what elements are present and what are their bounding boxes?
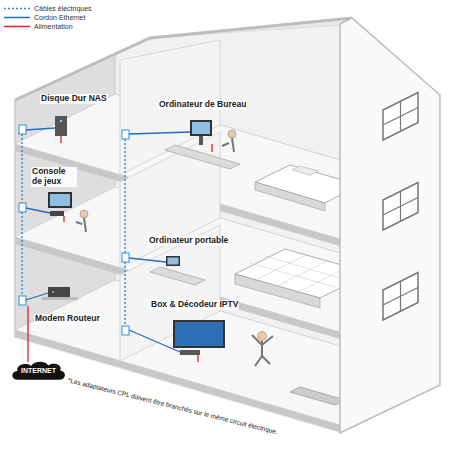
window bbox=[383, 93, 418, 141]
legend-text: Cordon Ethernet bbox=[34, 13, 85, 22]
plc-adapter bbox=[122, 326, 129, 335]
device-label: Ordinateur de Bureau bbox=[158, 100, 247, 110]
desk bbox=[165, 145, 240, 169]
legend-text: Câbles électriques bbox=[34, 4, 92, 13]
device-label: Box & Décodeur IPTV bbox=[150, 300, 239, 310]
window bbox=[383, 183, 418, 231]
device-label: Disque Dur NAS bbox=[40, 94, 108, 104]
table bbox=[150, 267, 205, 285]
wall-edge bbox=[14, 100, 16, 338]
monitor bbox=[190, 120, 212, 136]
person-body bbox=[222, 138, 234, 152]
bed-side bbox=[255, 182, 325, 211]
monitor-screen bbox=[192, 122, 210, 134]
tv-screen bbox=[175, 322, 223, 346]
legend-sample bbox=[4, 8, 30, 10]
monitor-stand bbox=[199, 136, 203, 145]
sofa bbox=[290, 387, 345, 405]
tv-screen bbox=[50, 194, 70, 206]
modem bbox=[48, 287, 70, 297]
person-head bbox=[80, 210, 88, 218]
tv bbox=[173, 320, 225, 348]
power-line bbox=[28, 136, 212, 362]
cloud-outline bbox=[12, 362, 65, 380]
interior-back bbox=[15, 18, 352, 433]
window-frame bbox=[383, 191, 418, 221]
node-text: INTERNET bbox=[21, 367, 56, 375]
legend-text: Alimentation bbox=[34, 22, 73, 31]
window-frame bbox=[383, 281, 418, 311]
nas-light bbox=[60, 120, 62, 122]
plc-adapter bbox=[19, 125, 26, 134]
plc-adapter bbox=[122, 253, 129, 262]
window bbox=[383, 273, 418, 321]
device-label: Console de jeux bbox=[31, 167, 77, 187]
game-console bbox=[50, 211, 64, 216]
legend-sample bbox=[4, 17, 30, 19]
person-head bbox=[258, 332, 267, 341]
device-label: Ordinateur portable bbox=[148, 236, 229, 246]
plc-adapter bbox=[19, 296, 26, 305]
pillow bbox=[292, 166, 318, 175]
tv bbox=[48, 192, 72, 208]
duvet-pattern bbox=[250, 255, 340, 292]
plc-adapter bbox=[19, 203, 26, 212]
nas-drive bbox=[55, 116, 67, 136]
house-facade bbox=[340, 18, 440, 433]
shelf bbox=[42, 297, 78, 300]
person-head bbox=[228, 130, 236, 138]
roof-edge bbox=[15, 18, 352, 100]
laptop-screen bbox=[168, 258, 179, 265]
modem-light bbox=[52, 291, 54, 293]
window-frame bbox=[383, 101, 418, 131]
plc-adapter bbox=[122, 130, 129, 139]
laptop bbox=[166, 256, 180, 266]
legend-sample bbox=[4, 26, 30, 28]
person-body bbox=[76, 218, 86, 232]
device-label: Modem Routeur bbox=[34, 314, 101, 324]
electrical-cable bbox=[22, 134, 125, 326]
internet-cloud: INTERNET bbox=[10, 360, 67, 381]
person-body bbox=[252, 335, 273, 366]
iptv-box bbox=[180, 350, 200, 355]
